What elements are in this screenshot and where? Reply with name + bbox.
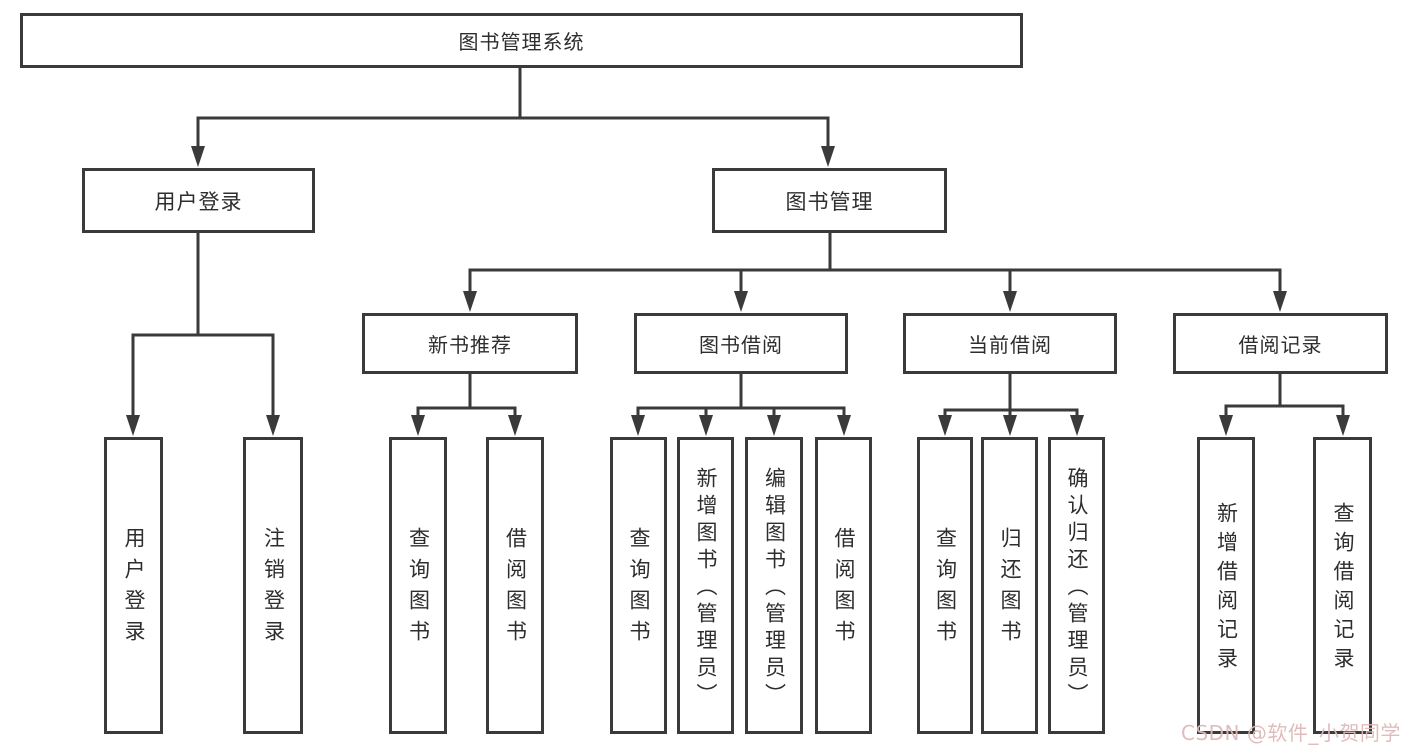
node-label: 查询图书 [933, 526, 958, 651]
node-label: 新书推荐 [428, 333, 512, 357]
arrowhead-down-icon [508, 415, 522, 436]
node-borrowing-records: 借阅记录 [1173, 313, 1388, 374]
arrowhead-down-icon [699, 415, 713, 436]
node-book-management: 图书管理 [712, 168, 947, 233]
arrowhead-down-icon [631, 415, 645, 436]
arrowhead-down-icon [266, 415, 280, 436]
arrowhead-down-icon [411, 415, 425, 436]
node-label: 新增图书（管理员） [694, 467, 718, 710]
node-label: 归还图书 [998, 526, 1022, 651]
leaf-node-query-books-2: 查询图书 [610, 437, 667, 734]
node-label: 注销登录 [261, 526, 286, 651]
node-label: 用户登录 [154, 189, 243, 214]
node-label: 新增借阅记录 [1214, 501, 1239, 676]
arrowhead-down-icon [1336, 415, 1350, 436]
arrowhead-down-icon [1003, 291, 1017, 312]
node-label: 图书借阅 [699, 333, 783, 357]
leaf-node-logout: 注销登录 [243, 437, 303, 734]
node-book-borrowing: 图书借阅 [634, 313, 848, 374]
leaf-node-confirm-return-admin: 确认归还（管理员） [1048, 437, 1105, 734]
arrowhead-down-icon [938, 415, 952, 436]
leaf-node-user-login: 用户登录 [104, 437, 163, 734]
arrowhead-down-icon [1003, 415, 1017, 436]
node-user-login: 用户登录 [82, 168, 315, 233]
leaf-node-borrow-books-2: 借阅图书 [815, 437, 872, 734]
node-label: 用户登录 [122, 526, 146, 651]
arrowhead-down-icon [463, 291, 477, 312]
node-label: 当前借阅 [968, 333, 1052, 357]
node-label: 查询借阅记录 [1331, 501, 1355, 676]
node-label: 图书管理系统 [458, 30, 585, 54]
leaf-node-add-books-admin: 新增图书（管理员） [677, 437, 734, 734]
arrowhead-down-icon [821, 146, 835, 167]
node-library-management-system: 图书管理系统 [20, 13, 1023, 68]
arrowhead-down-icon [767, 415, 781, 436]
arrowhead-down-icon [837, 415, 851, 436]
node-label: 确认归还（管理员） [1065, 467, 1089, 710]
leaf-node-query-borrowing-record: 查询借阅记录 [1313, 437, 1372, 734]
arrowhead-down-icon [734, 291, 748, 312]
node-label: 图书管理 [785, 189, 874, 214]
leaf-node-edit-books-admin: 编辑图书（管理员） [745, 437, 803, 734]
arrowhead-down-icon [126, 415, 140, 436]
node-label: 借阅记录 [1238, 333, 1323, 357]
arrowhead-down-icon [1070, 415, 1084, 436]
arrowhead-down-icon [1219, 415, 1233, 436]
node-label: 查询图书 [627, 526, 651, 651]
node-new-book-recommend: 新书推荐 [362, 313, 578, 374]
node-label: 编辑图书（管理员） [762, 467, 787, 710]
leaf-node-query-books-1: 查询图书 [389, 437, 447, 734]
node-label: 借阅图书 [832, 526, 856, 651]
leaf-node-query-books-3: 查询图书 [917, 437, 973, 734]
node-label: 借阅图书 [503, 526, 528, 651]
leaf-node-borrow-books-1: 借阅图书 [486, 437, 544, 734]
arrowhead-down-icon [1273, 291, 1287, 312]
csdn-watermark: CSDN @软件_小贺同学 [1181, 721, 1401, 745]
leaf-node-add-borrowing-record: 新增借阅记录 [1197, 437, 1255, 734]
node-current-borrowing: 当前借阅 [903, 313, 1117, 374]
arrowhead-down-icon [191, 146, 205, 167]
leaf-node-return-books: 归还图书 [981, 437, 1038, 734]
node-label: 查询图书 [406, 526, 431, 651]
